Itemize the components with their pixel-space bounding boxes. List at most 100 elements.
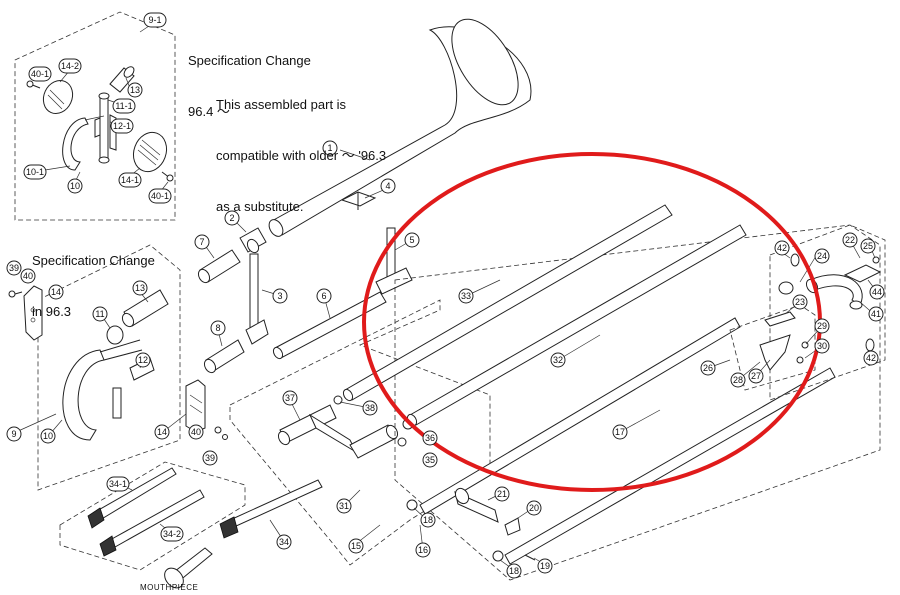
callout-39: 39 [6, 260, 22, 276]
callout-9: 9 [6, 426, 22, 442]
callout-number: 13 [135, 283, 145, 293]
callout-number: 30 [817, 341, 827, 351]
callout-number: 39 [205, 453, 215, 463]
callout-number: 39 [9, 263, 19, 273]
callout-3: 3 [272, 288, 288, 304]
callout-12-1: 12-1 [110, 118, 134, 134]
callout-13: 13 [132, 280, 148, 296]
callout-number: 2 [229, 213, 234, 223]
callout-4: 4 [380, 178, 396, 194]
callout-marker [188, 424, 204, 440]
callout-marker [700, 360, 716, 376]
callout-marker [110, 118, 134, 134]
callout-marker [282, 390, 298, 406]
callout-number: 32 [553, 355, 563, 365]
callout-18: 18 [506, 563, 522, 579]
callout-number: 41 [871, 309, 881, 319]
callout-number: 13 [130, 85, 140, 95]
callout-number: 7 [199, 237, 204, 247]
callout-marker [550, 352, 566, 368]
callout-29: 29 [814, 318, 830, 334]
callout-number: 40-1 [31, 69, 49, 79]
callout-28: 28 [730, 372, 746, 388]
callout-marker [422, 430, 438, 446]
callout-number: 31 [339, 501, 349, 511]
callout-number: 6 [321, 291, 326, 301]
callout-marker [28, 66, 52, 82]
callout-34-1: 34-1 [106, 476, 130, 492]
callout-40-1: 40-1 [28, 66, 52, 82]
callout-marker [106, 476, 130, 492]
callout-number: 14 [51, 287, 61, 297]
callout-marker [322, 140, 338, 156]
callout-marker [348, 538, 364, 554]
callout-16: 16 [415, 542, 431, 558]
callout-34-2: 34-2 [160, 526, 184, 542]
spec-change-964-line-2: 96.4 ～ [188, 104, 230, 119]
callout-number: 40 [23, 271, 33, 281]
callout-39: 39 [202, 450, 218, 466]
callout-number: 44 [872, 287, 882, 297]
callout-14-1: 14-1 [118, 172, 142, 188]
callout-marker [58, 58, 82, 74]
outer-slide-box [342, 204, 881, 581]
callout-number: 34 [279, 537, 289, 547]
callout-number: 34-2 [163, 529, 181, 539]
callout-number: 11-1 [115, 101, 132, 111]
callout-marker [48, 284, 64, 300]
callout-number: 9 [11, 429, 16, 439]
callout-labels: 9-114-240-11311-112-110-11014-140-114257… [6, 12, 885, 579]
callout-number: 42 [777, 243, 787, 253]
callout-number: 27 [751, 371, 761, 381]
callout-number: 1 [327, 143, 332, 153]
callout-20: 20 [526, 500, 542, 516]
callout-33: 33 [458, 288, 474, 304]
callout-marker [92, 306, 108, 322]
callout-marker [362, 400, 378, 416]
callout-number: 36 [425, 433, 435, 443]
callout-number: 34-1 [109, 479, 127, 489]
callout-number: 21 [497, 489, 507, 499]
callout-24: 24 [814, 248, 830, 264]
spec-change-964-note: Specification Change 96.4 ～ [188, 18, 311, 137]
callout-marker [154, 424, 170, 440]
callout-34: 34 [276, 534, 292, 550]
callout-marker [730, 372, 746, 388]
callout-41: 41 [868, 306, 884, 322]
callout-15: 15 [348, 538, 364, 554]
callout-marker [143, 12, 167, 28]
callout-marker [860, 238, 876, 254]
callout-number: 24 [817, 251, 827, 261]
compat-line-1: This assembled part is [216, 97, 347, 112]
callout-number: 18 [509, 566, 519, 576]
callout-marker [23, 164, 47, 180]
callout-marker [814, 338, 830, 354]
callout-number: 19 [540, 561, 550, 571]
callout-18: 18 [420, 512, 436, 528]
callout-number: 16 [418, 545, 428, 555]
callout-40-1: 40-1 [148, 188, 172, 204]
callout-number: 29 [817, 321, 827, 331]
callout-44: 44 [869, 284, 885, 300]
callout-36: 36 [422, 430, 438, 446]
callout-37: 37 [282, 390, 298, 406]
callout-marker [272, 288, 288, 304]
callout-26: 26 [700, 360, 716, 376]
callout-marker [506, 563, 522, 579]
callout-marker [422, 452, 438, 468]
callout-marker [40, 428, 56, 444]
callout-number: 10 [43, 431, 53, 441]
callout-21: 21 [494, 486, 510, 502]
callout-9-1: 9-1 [143, 12, 167, 28]
callout-marker [863, 350, 879, 366]
compat-line-2: compatible with older ～ '96.3 [216, 148, 387, 163]
callout-marker [132, 280, 148, 296]
callout-22: 22 [842, 232, 858, 248]
callout-8: 8 [210, 320, 226, 336]
callout-5: 5 [404, 232, 420, 248]
callout-number: 17 [615, 427, 625, 437]
callout-number: 18 [423, 515, 433, 525]
callout-number: 12-1 [113, 121, 131, 131]
compat-line-3: as a substitute. [216, 199, 304, 214]
